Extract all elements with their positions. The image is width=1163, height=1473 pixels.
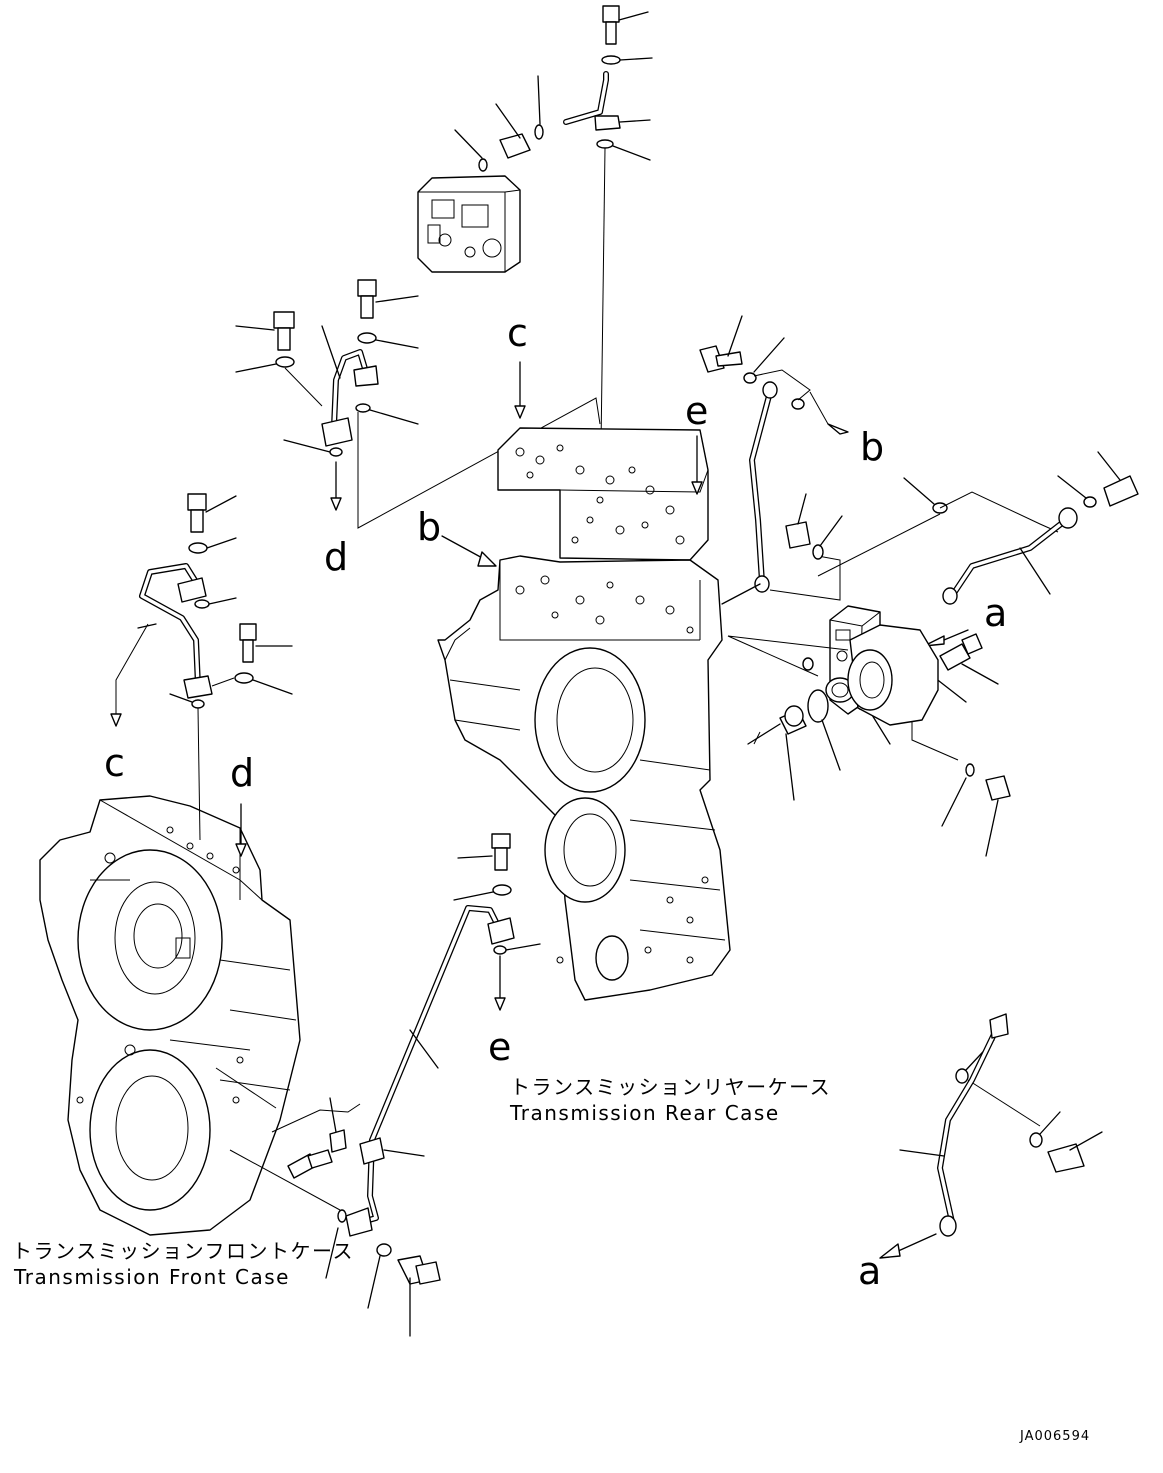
pipe-group-e [215,833,541,1337]
pipe-group-d [235,279,601,529]
callout-d-left: d [230,751,254,795]
valve-assembly [417,175,521,273]
rear-case-caption-en: Transmission Rear Case [509,1101,780,1125]
callout-e-top: e [685,389,708,433]
front-case-caption-jp: トランスミッションフロントケース [12,1239,354,1263]
callout-a-bottom: a [858,1249,881,1293]
callout-a-top: a [984,591,1007,635]
callout-d-mid: d [324,535,348,579]
callout-b-left: b [417,505,441,549]
drawing-code: JA006594 [1019,1429,1090,1444]
callout-c-top: c [507,311,528,355]
pipe-group-a [847,624,1103,1259]
pipe-group-b [699,315,1139,857]
rear-case-caption-jp: トランスミッションリヤーケース [510,1075,831,1099]
pipe-group-c [110,361,889,857]
front-case [39,795,301,1236]
callout-c-left: c [104,741,125,785]
callout-e-bottom: e [488,1025,511,1069]
callout-b-right: b [860,425,884,469]
rear-case [437,427,731,1001]
front-case-caption-en: Transmission Front Case [13,1265,290,1289]
